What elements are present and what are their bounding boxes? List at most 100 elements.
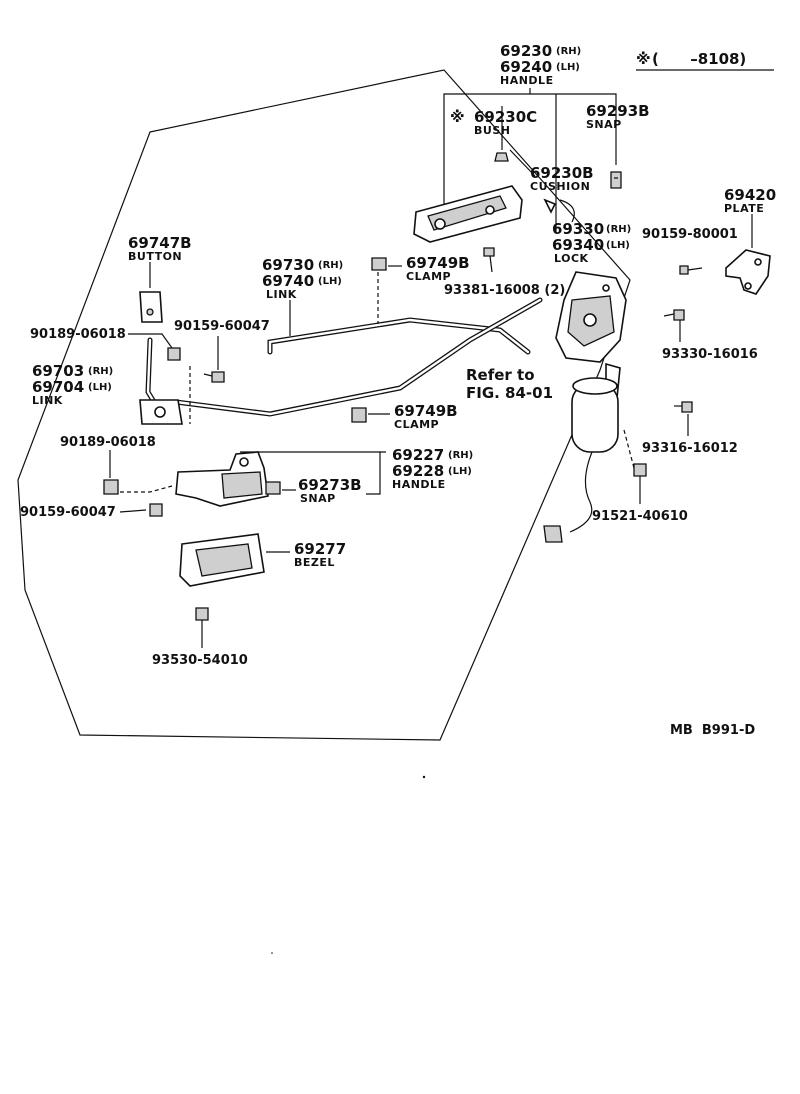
handle-outer-leader [443, 88, 531, 206]
screw-91521-number: 91521-40610 [592, 509, 688, 524]
callout-snap-mid: 69273B SNAP [265, 476, 362, 505]
cushion-number: 69230B [530, 164, 594, 182]
clamp-mid-part [351, 407, 367, 423]
callout-screw-left-top: 90159-60047 [174, 319, 270, 383]
screw-plate-part [679, 265, 689, 275]
scan-speck-2 [271, 952, 273, 954]
plate-name: PLATE [724, 202, 764, 215]
refer-note: Refer to FIG. 84-01 [466, 366, 553, 402]
callout-screw-91521: 91521-40610 [592, 463, 688, 524]
lock-rh-tag: (RH) [606, 224, 631, 235]
callout-screw-lock: 93381-16008 (2) [444, 247, 565, 298]
handle-inner-lh-number: 69228 [392, 462, 444, 480]
callout-screw-left-bottom: 90159-60047 [20, 503, 163, 520]
scan-speck-1 [422, 775, 426, 779]
screw-left-top-part [211, 371, 225, 383]
screw-93316-number: 93316-16012 [642, 441, 738, 456]
snap-top-number: 69293B [586, 102, 650, 120]
clamp-top-number: 69749B [406, 254, 470, 272]
callout-clip-left-top: 90189-06018 [30, 327, 181, 361]
handle-outer-rh-tag: (RH) [556, 46, 581, 57]
callout-screw-93330: 93330-16016 [662, 309, 758, 362]
button-name: BUTTON [128, 250, 182, 263]
callout-clamp-mid: 69749B CLAMP [351, 402, 458, 431]
link-long-lh-tag: (LH) [318, 276, 342, 287]
cushion-leader [509, 149, 536, 177]
clip-left-mid-number: 90189-06018 [60, 435, 156, 450]
handle-outer-rh-number: 69230 [500, 42, 552, 60]
link-short-rh-tag: (RH) [88, 366, 113, 377]
screw-lock-part [483, 247, 495, 257]
header-note-symbol: ※ [636, 50, 651, 68]
lock-rh-number: 69330 [552, 220, 604, 238]
snap-top-part [610, 171, 622, 189]
handle-inner-name: HANDLE [392, 478, 446, 491]
link-long-lh-number: 69740 [262, 272, 314, 290]
screw-bezel-part [195, 607, 209, 621]
lock-name: LOCK [554, 252, 589, 265]
clamp-mid-name: CLAMP [394, 418, 439, 431]
handle-outer-leader-right [530, 93, 617, 165]
bush-name: BUSH [474, 124, 510, 137]
callout-button: 69747B BUTTON [128, 234, 192, 323]
handle-inner-rh-tag: (RH) [448, 450, 473, 461]
handle-outer-lh-tag: (LH) [556, 62, 580, 73]
snap-mid-name: SNAP [300, 492, 336, 505]
clip-left-top-number: 90189-06018 [30, 327, 126, 342]
callout-screw-93316: 93316-16012 [642, 401, 738, 456]
handle-outer-part [413, 185, 523, 243]
callout-plate: 69420 PLATE [724, 186, 776, 295]
drawing-code: MB B991-D [670, 723, 755, 738]
snap-mid-part [265, 481, 281, 495]
callout-clamp-top: 69749B CLAMP [371, 254, 470, 324]
screw-left-bottom-number: 90159-60047 [20, 505, 116, 520]
screw-left-bottom-leader [119, 509, 147, 513]
link-short-lh-number: 69704 [32, 378, 84, 396]
callout-bush: ※ 69230C BUSH [450, 106, 537, 162]
clamp-top-name: CLAMP [406, 270, 451, 283]
handle-outer-name: HANDLE [500, 74, 554, 87]
link-short-lh-tag: (LH) [88, 382, 112, 393]
handle-inner-part [175, 451, 269, 507]
bush-number: 69230C [474, 108, 537, 126]
screw-93330-number: 93330-16016 [662, 347, 758, 362]
link-long-name: LINK [266, 288, 297, 301]
snap-mid-number: 69273B [298, 476, 362, 494]
callout-screw-plate: 90159-80001 [642, 227, 738, 275]
callout-bezel: 69277 BEZEL [179, 533, 346, 587]
header-note-text: ( –8108) [652, 50, 746, 68]
clip-left-mid-part [103, 479, 119, 495]
callout-handle-inner: 69227 (RH) 69228 (LH) HANDLE [240, 446, 473, 495]
screw-91521-part [633, 463, 647, 477]
bush-symbol: ※ [450, 108, 465, 126]
guide-dash-left-2 [120, 485, 173, 493]
handle-inner-lh-tag: (LH) [448, 466, 472, 477]
clamp-mid-number: 69749B [394, 402, 458, 420]
button-number: 69747B [128, 234, 192, 252]
callout-handle-outer: 69230 (RH) 69240 (LH) HANDLE [443, 42, 617, 232]
screw-left-bottom-part [149, 503, 163, 517]
link-long-rh-number: 69730 [262, 256, 314, 274]
clamp-top-part [371, 257, 387, 271]
cushion-part [543, 198, 557, 214]
bezel-name: BEZEL [294, 556, 335, 569]
screw-left-top-number: 90159-60047 [174, 319, 270, 334]
door-lock-actuator [543, 362, 635, 543]
lock-lh-number: 69340 [552, 236, 604, 254]
callout-snap-top: 69293B SNAP [586, 102, 650, 189]
bezel-number: 69277 [294, 540, 346, 558]
link-long-rh-tag: (RH) [318, 260, 343, 271]
callout-clip-left-mid: 90189-06018 [60, 435, 156, 495]
screw-lock-number: 93381-16008 (2) [444, 283, 565, 298]
screw-93316-part [681, 401, 693, 413]
refer-line2: FIG. 84-01 [466, 384, 553, 402]
clip-left-top-part [167, 347, 181, 361]
snap-top-name: SNAP [586, 118, 622, 131]
bush-part [494, 152, 509, 162]
callout-link-long: 69730 (RH) 69740 (LH) LINK [262, 256, 343, 336]
button-part [139, 291, 163, 323]
plate-number: 69420 [724, 186, 776, 204]
refer-line1: Refer to [466, 366, 535, 384]
lock-lh-tag: (LH) [606, 240, 630, 251]
